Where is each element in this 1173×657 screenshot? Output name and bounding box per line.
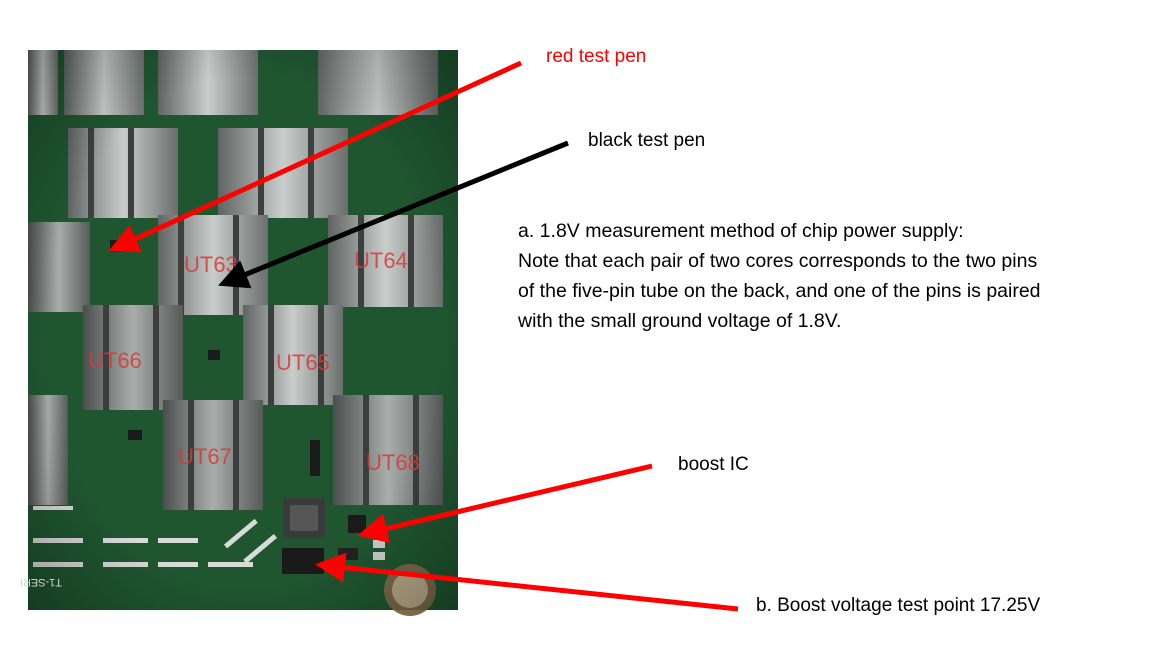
boost-voltage-label: b. Boost voltage test point 17.25V — [756, 595, 1041, 616]
chip-label-ut65: UT65 — [276, 350, 330, 375]
black-test-pen-label: black test pen — [588, 130, 706, 151]
note-line-1: a. 1.8V measurement method of chip power… — [518, 220, 964, 242]
board-silkscreen: T1-SERI — [20, 576, 62, 588]
chip-label-ut66: UT66 — [88, 348, 142, 373]
hashboard-photo: T1-SERI UT63 UT64 UT66 UT65 UT67 UT68 — [20, 50, 458, 616]
chip-label-ut63: UT63 — [184, 252, 238, 277]
board-illustration: T1-SERI — [20, 50, 458, 616]
measurement-note: a. 1.8V measurement method of chip power… — [518, 216, 1158, 336]
chip-label-ut68: UT68 — [366, 450, 420, 475]
note-line-2: Note that each pair of two cores corresp… — [518, 250, 1038, 272]
boost-ic-label: boost IC — [678, 454, 749, 475]
note-line-3: of the five-pin tube on the back, and on… — [518, 280, 1041, 302]
chip-label-ut67: UT67 — [178, 444, 232, 469]
note-line-4: with the small ground voltage of 1.8V. — [518, 310, 842, 332]
red-test-pen-label: red test pen — [546, 46, 647, 67]
chip-label-ut64: UT64 — [354, 248, 408, 273]
